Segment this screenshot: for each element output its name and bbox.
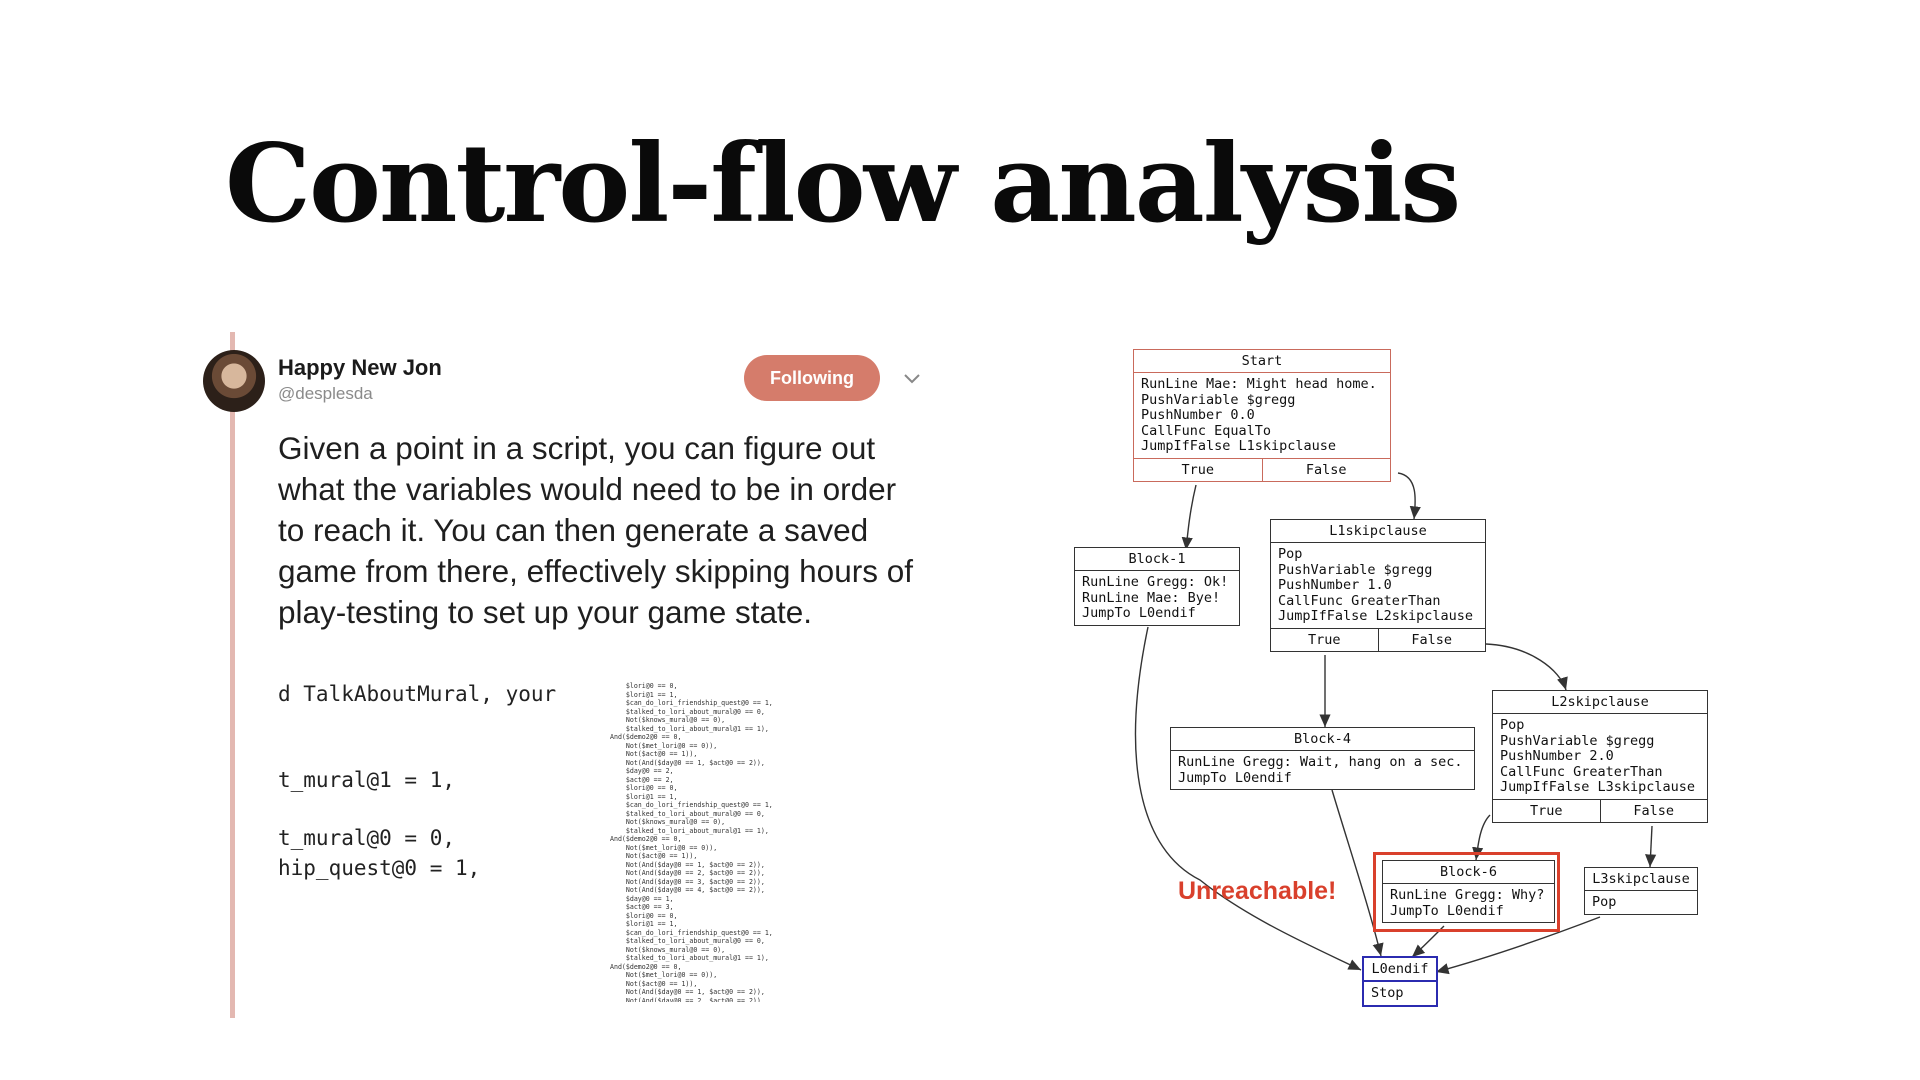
node-l1skipclause: L1skipclause Pop PushVariable $gregg Pus… bbox=[1270, 519, 1486, 652]
node-l0endif: L0endif Stop bbox=[1362, 956, 1438, 1007]
node-block-6: Block-6 RunLine Gregg: Why? JumpTo L0end… bbox=[1382, 860, 1555, 924]
constraint-code: $lori@0 == 0, $lori@1 == 1, $can_do_lori… bbox=[610, 682, 773, 1002]
node-title: Block-6 bbox=[1383, 861, 1554, 884]
thread-line bbox=[230, 332, 235, 1018]
avatar[interactable] bbox=[203, 350, 265, 412]
edge-l3-endif bbox=[1435, 916, 1601, 975]
node-title: L1skipclause bbox=[1271, 520, 1485, 543]
author-handle[interactable]: @desplesda bbox=[278, 384, 373, 403]
unreachable-highlight bbox=[1373, 852, 1560, 932]
node-block-1: Block-1 RunLine Gregg: Ok! RunLine Mae: … bbox=[1074, 547, 1240, 626]
code-line: d TalkAboutMural, your bbox=[278, 682, 557, 706]
slide-title: Control-flow analysis bbox=[225, 121, 1461, 247]
node-title: L3skipclause bbox=[1585, 868, 1697, 891]
node-body: Pop PushVariable $gregg PushNumber 2.0 C… bbox=[1500, 717, 1696, 796]
node-start: Start RunLine Mae: Might head home. Push… bbox=[1133, 349, 1391, 482]
node-body: RunLine Gregg: Why? JumpTo L0endif bbox=[1390, 887, 1545, 919]
tweet-card: Happy New Jon @desplesda Following Given… bbox=[200, 330, 930, 1020]
edge-block1-endif bbox=[1134, 626, 1362, 971]
node-body: Pop PushVariable $gregg PushNumber 1.0 C… bbox=[1278, 546, 1474, 625]
author-name[interactable]: Happy New Jon bbox=[278, 355, 442, 380]
code-line: t_mural@1 = 1, bbox=[278, 768, 456, 792]
branch-false: False bbox=[1377, 628, 1486, 651]
node-l2skipclause: L2skipclause Pop PushVariable $gregg Pus… bbox=[1492, 690, 1708, 823]
branch-true: True bbox=[1307, 631, 1341, 648]
node-body: RunLine Gregg: Ok! RunLine Mae: Bye! Jum… bbox=[1082, 574, 1229, 622]
tweet-text: Given a point in a script, you can figur… bbox=[278, 430, 913, 630]
code-line: t_mural@0 = 0, bbox=[278, 826, 456, 850]
edge-l2-true bbox=[1472, 814, 1491, 861]
branch-true: True bbox=[1529, 802, 1563, 819]
node-body: RunLine Gregg: Wait, hang on a sec. Jump… bbox=[1178, 754, 1463, 786]
branch-false: False bbox=[1261, 458, 1391, 481]
node-title: Block-1 bbox=[1075, 548, 1239, 571]
edge-l1-false bbox=[1485, 643, 1568, 691]
code-snippet: d TalkAboutMural, your t_mural@1 = 1, t_… bbox=[278, 682, 598, 992]
node-title: L2skipclause bbox=[1493, 691, 1707, 714]
code-line: hip_quest@0 = 1, bbox=[278, 856, 481, 880]
node-title: Block-4 bbox=[1171, 728, 1474, 751]
node-title: L0endif bbox=[1364, 958, 1436, 982]
node-l3skipclause: L3skipclause Pop bbox=[1584, 867, 1698, 915]
edge-start-true bbox=[1181, 484, 1197, 551]
node-title: Start bbox=[1134, 350, 1390, 373]
node-block-4: Block-4 RunLine Gregg: Wait, hang on a s… bbox=[1170, 727, 1475, 791]
edge-l2-false bbox=[1645, 825, 1657, 868]
edge-start-false bbox=[1397, 472, 1421, 520]
branch-true: True bbox=[1181, 461, 1214, 478]
following-button[interactable]: Following bbox=[744, 355, 880, 401]
node-body: Pop bbox=[1592, 894, 1617, 910]
unreachable-label: Unreachable! bbox=[1178, 877, 1337, 905]
node-body: RunLine Mae: Might head home. PushVariab… bbox=[1141, 376, 1377, 455]
edge-block4-endif bbox=[1331, 789, 1384, 957]
node-body: Stop bbox=[1371, 985, 1404, 1001]
branch-false: False bbox=[1599, 799, 1708, 822]
chevron-down-icon[interactable] bbox=[900, 366, 924, 390]
